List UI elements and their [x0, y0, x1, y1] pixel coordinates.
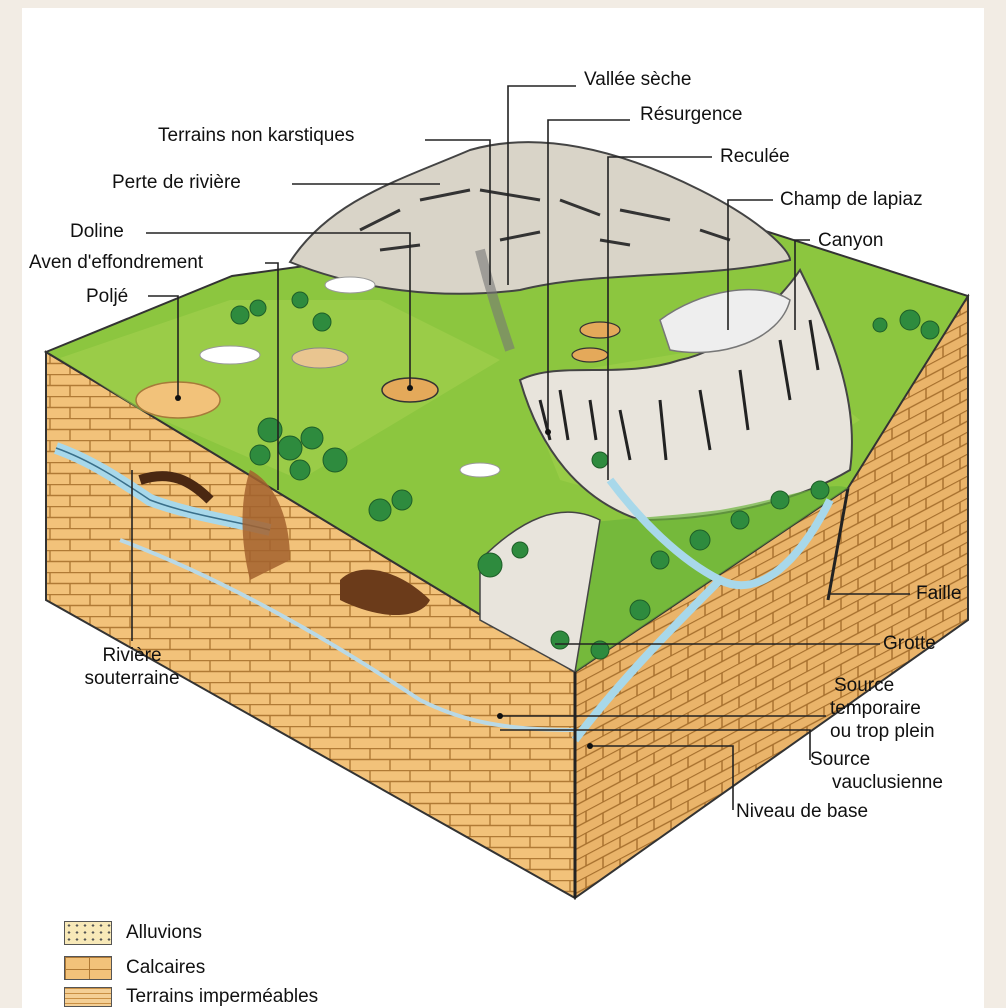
label-perte-de-riviere: Perte de rivière: [112, 172, 241, 194]
calcaires-swatch: [64, 956, 112, 980]
legend-item-calcaires: Calcaires: [64, 955, 205, 981]
label-source-temporaire-line3: ou trop plein: [830, 721, 935, 743]
legend-label-terrains-impermeables: Terrains imperméables: [126, 986, 318, 1008]
label-polje: Poljé: [86, 286, 128, 308]
legend-item-terrains-impermeables: Terrains imperméables: [64, 986, 318, 1008]
label-resurgence: Résurgence: [640, 104, 742, 126]
mountain-non-karstic: [290, 142, 790, 294]
legend-label-calcaires: Calcaires: [126, 957, 205, 979]
label-vallee-seche: Vallée sèche: [584, 69, 691, 91]
label-riviere-souterraine-line1: Rivière: [74, 645, 190, 667]
label-source-vauclusienne-line1: Source: [810, 749, 870, 771]
label-source-temporaire-line2: temporaire: [830, 698, 921, 720]
label-grotte: Grotte: [883, 633, 936, 655]
terrains-impermeables-swatch: [64, 987, 112, 1007]
label-champ-de-lapiaz: Champ de lapiaz: [780, 189, 923, 211]
label-source-vauclusienne-line2: vauclusienne: [832, 772, 943, 794]
label-niveau-de-base: Niveau de base: [736, 801, 868, 823]
label-aven-effondrement: Aven d'effondrement: [29, 252, 203, 274]
label-source-temporaire-line1: Source: [834, 675, 894, 697]
label-faille: Faille: [916, 583, 961, 605]
legend-item-alluvions: Alluvions: [64, 920, 202, 946]
label-riviere-souterraine-line2: souterraine: [68, 668, 196, 690]
alluvions-swatch: [64, 921, 112, 945]
label-terrains-non-karstiques: Terrains non karstiques: [158, 125, 354, 147]
label-canyon: Canyon: [818, 230, 884, 252]
legend-label-alluvions: Alluvions: [126, 922, 202, 944]
label-doline: Doline: [70, 221, 124, 243]
label-reculee: Reculée: [720, 146, 790, 168]
